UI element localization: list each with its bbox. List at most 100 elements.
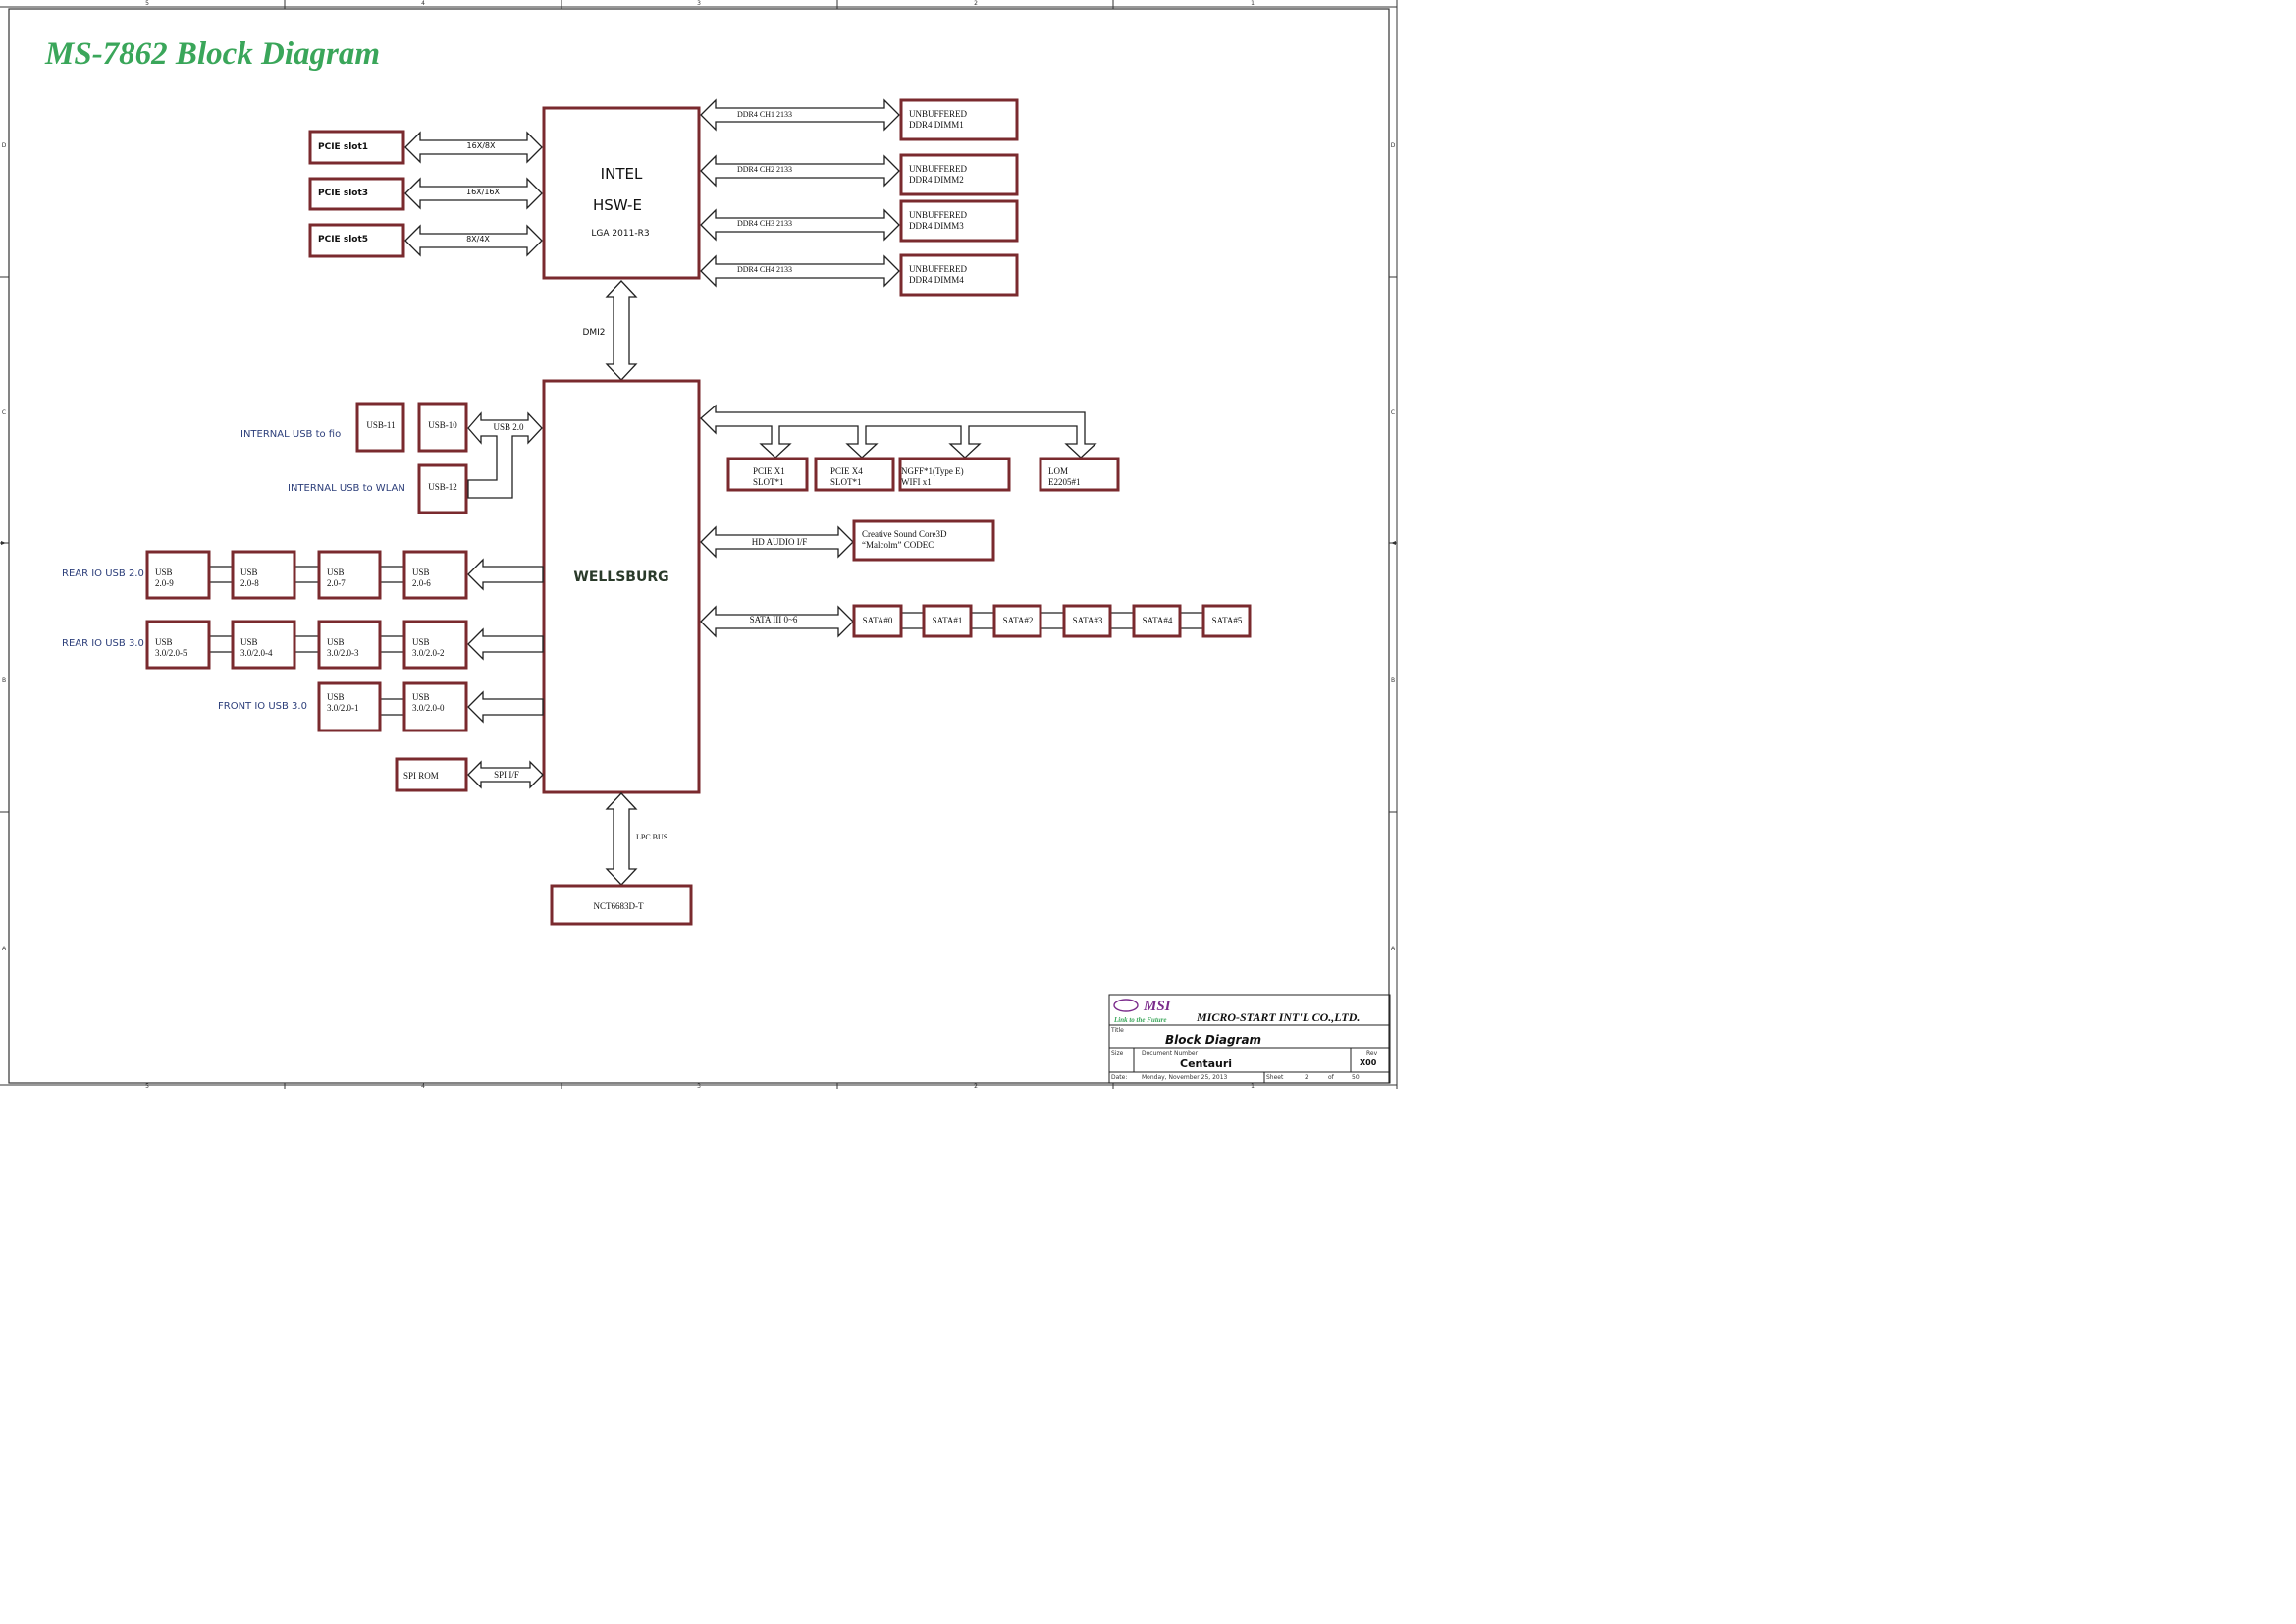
col-bottom-2: 2 <box>974 1083 978 1089</box>
nct6683d-chip: NCT6683D-T <box>550 884 693 926</box>
sata-1-port: SATA#1 <box>922 604 973 638</box>
usb-2-0-9-port: USB 2.0-9 <box>145 550 211 600</box>
lom-line2: E2205#1 <box>1048 477 1081 487</box>
audio-codec-line2: “Malcolm” CODEC <box>862 540 934 550</box>
spi-rom: SPI ROM <box>395 757 468 792</box>
usb-3-0-5-line1: USB <box>155 637 173 647</box>
dimm3: UNBUFFERED DDR4 DIMM3 <box>899 199 1019 243</box>
usb-2-0-9-line1: USB <box>155 568 173 577</box>
usb-3-0-3-port: USB 3.0/2.0-3 <box>317 620 382 670</box>
cpu-model: HSW-E <box>593 196 642 214</box>
sata-link: SATA III 0~6 <box>700 605 854 638</box>
usb-11-label: USB-11 <box>366 420 395 430</box>
rear-usb3-label: REAR IO USB 3.0 <box>62 638 144 649</box>
dimm4-line2: DDR4 DIMM4 <box>909 275 964 285</box>
col-bottom-5: 5 <box>145 1083 149 1089</box>
usb-3-0-1-line2: 3.0/2.0-1 <box>327 703 359 713</box>
sata-bus-label: SATA III 0~6 <box>750 615 798 624</box>
ngff-wifi-slot: NGFF*1(Type E) WIFI x1 <box>898 457 1011 492</box>
col-bottom-3: 3 <box>697 1083 701 1089</box>
rear-usb2-label: REAR IO USB 2.0 <box>62 568 144 579</box>
dimm3-link: DDR4 CH3 2133 <box>700 208 900 242</box>
diagram-title: MS-7862 Block Diagram <box>44 36 380 72</box>
ngff-line1: NGFF*1(Type E) <box>901 466 964 476</box>
dmi-link: DMI2 <box>582 280 638 381</box>
usb-12-port: USB-12 <box>417 463 468 514</box>
nct6683d-label: NCT6683D-T <box>594 901 644 911</box>
sata-3-label: SATA#3 <box>1073 616 1103 625</box>
title-block: MSI Link to the Future MICRO-START INT'L… <box>1108 994 1391 1084</box>
usb-2-0-6-port: USB 2.0-6 <box>402 550 468 600</box>
usb-3-0-2-line2: 3.0/2.0-2 <box>412 648 445 658</box>
pcie-slot3: PCIE slot3 <box>308 177 405 211</box>
ngff-line2: WIFI x1 <box>901 477 932 487</box>
col-bottom-1: 1 <box>1251 1083 1255 1089</box>
dimm2-link: DDR4 CH2 2133 <box>700 154 900 188</box>
usb-10-label: USB-10 <box>428 420 457 430</box>
pch-name: WELLSBURG <box>573 569 668 585</box>
pcie-slot1: PCIE slot1 <box>308 130 405 165</box>
usb-3-0-3-line2: 3.0/2.0-3 <box>327 648 359 658</box>
pcie-x4-line1: PCIE X4 <box>830 466 863 476</box>
row-left-d: D <box>2 142 7 149</box>
usb-2-0-7-line1: USB <box>327 568 345 577</box>
usb-3-0-2-line1: USB <box>412 637 430 647</box>
company-name: MICRO-START INT'L CO.,LTD. <box>1196 1010 1360 1024</box>
usb-3-0-0-line1: USB <box>412 692 430 702</box>
pcie-slot5-link: 8X/4X <box>404 224 543 257</box>
row-left-c: C <box>2 409 6 416</box>
dimm3-line1: UNBUFFERED <box>909 210 968 220</box>
pcie-x1-line2: SLOT*1 <box>753 477 784 487</box>
lom-nic: LOM E2205#1 <box>1039 457 1120 492</box>
cpu-socket: LGA 2011-R3 <box>591 229 649 239</box>
title-block-title: Block Diagram <box>1165 1033 1261 1047</box>
col-top-1: 1 <box>1251 0 1255 7</box>
usb-3-0-5-port: USB 3.0/2.0-5 <box>145 620 211 670</box>
pcie-slot5-label: PCIE slot5 <box>318 235 368 244</box>
drawing-frame: 5 4 3 2 1 5 4 3 2 1 D C B A D C B A <box>0 0 1398 1089</box>
cpu-name: INTEL <box>601 165 643 183</box>
dimm1-line1: UNBUFFERED <box>909 109 968 119</box>
dimm1: UNBUFFERED DDR4 DIMM1 <box>899 98 1019 141</box>
pcie-slot5: PCIE slot5 <box>308 223 405 258</box>
pcie-slot1-label: PCIE slot1 <box>318 142 368 152</box>
lom-line1: LOM <box>1048 466 1068 476</box>
dimm2: UNBUFFERED DDR4 DIMM2 <box>899 153 1019 196</box>
row-left-a: A <box>2 946 7 952</box>
col-top-2: 2 <box>974 0 978 7</box>
dimm1-link: DDR4 CH1 2133 <box>700 98 900 132</box>
cpu-block: INTEL HSW-E LGA 2011-R3 <box>542 106 701 280</box>
rear-usb3-chain <box>209 627 544 661</box>
col-top-4: 4 <box>421 0 425 7</box>
dimm4-channel: DDR4 CH4 2133 <box>737 265 792 274</box>
dimm2-line2: DDR4 DIMM2 <box>909 175 964 185</box>
front-usb3-label: FRONT IO USB 3.0 <box>218 701 307 712</box>
date-caption: Date: <box>1111 1074 1127 1081</box>
usb-3-0-3-line1: USB <box>327 637 345 647</box>
usb-2-0-8-line1: USB <box>240 568 258 577</box>
msi-slogan: Link to the Future <box>1113 1016 1166 1024</box>
row-right-d: D <box>1391 142 1396 149</box>
usb-2-0-6-line1: USB <box>412 568 430 577</box>
internal-usb-bus: USB 2.0 <box>467 411 543 499</box>
usb-2-0-8-port: USB 2.0-8 <box>231 550 296 600</box>
revision: X00 <box>1360 1058 1377 1067</box>
audio-codec-line1: Creative Sound Core3D <box>862 529 947 539</box>
audio-codec: Creative Sound Core3D “Malcolm” CODEC <box>852 519 995 562</box>
col-top-3: 3 <box>697 0 701 7</box>
rev-caption: Rev <box>1366 1050 1378 1056</box>
dimm4-link: DDR4 CH4 2133 <box>700 254 900 288</box>
sata-4-label: SATA#4 <box>1143 616 1173 625</box>
sata-5-port: SATA#5 <box>1201 604 1252 638</box>
sata-0-port: SATA#0 <box>852 604 903 638</box>
usb-2-0-7-port: USB 2.0-7 <box>317 550 382 600</box>
dimm3-channel: DDR4 CH3 2133 <box>737 219 792 228</box>
pcie-x4-line2: SLOT*1 <box>830 477 862 487</box>
sata-2-port: SATA#2 <box>992 604 1042 638</box>
pcie-slot5-link-label: 8X/4X <box>466 235 490 244</box>
sheet-caption: Sheet <box>1266 1074 1284 1081</box>
sheet-number: 2 <box>1305 1074 1308 1081</box>
row-right-a: A <box>1391 946 1396 952</box>
usb-2-0-8-line2: 2.0-8 <box>240 578 259 588</box>
dimm2-line1: UNBUFFERED <box>909 164 968 174</box>
